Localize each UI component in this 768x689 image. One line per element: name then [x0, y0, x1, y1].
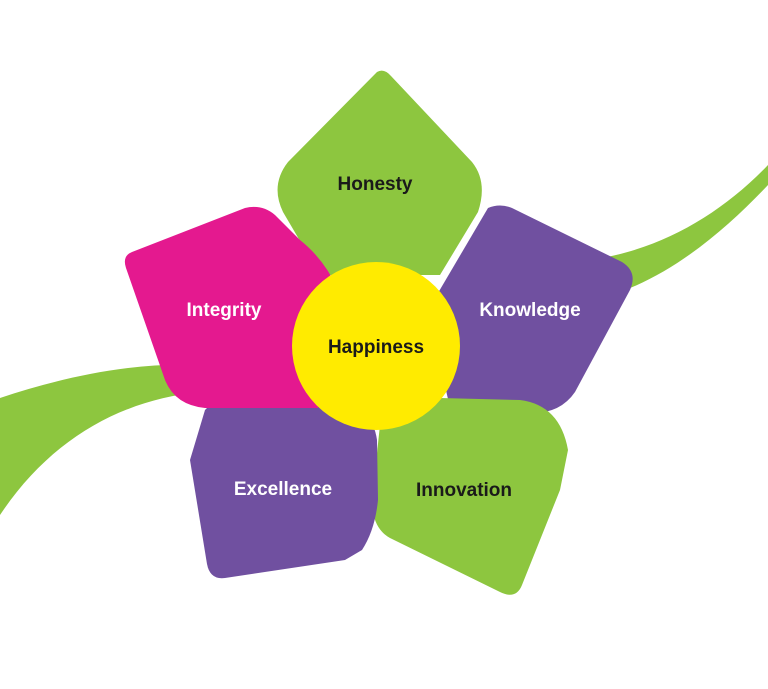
petal-innovation — [372, 398, 568, 595]
petal-knowledge-label: Knowledge — [479, 300, 580, 321]
petal-honesty — [277, 70, 482, 276]
petal-innovation-label: Innovation — [416, 480, 512, 501]
petal-excellence-label: Excellence — [234, 479, 332, 500]
petal-knowledge — [428, 205, 633, 414]
petal-integrity-label: Integrity — [187, 300, 262, 321]
petal-excellence — [190, 398, 378, 579]
center-label: Happiness — [328, 337, 424, 358]
petal-integrity — [124, 206, 338, 408]
center-circle — [292, 262, 460, 430]
petal-honesty-label: Honesty — [338, 174, 413, 195]
